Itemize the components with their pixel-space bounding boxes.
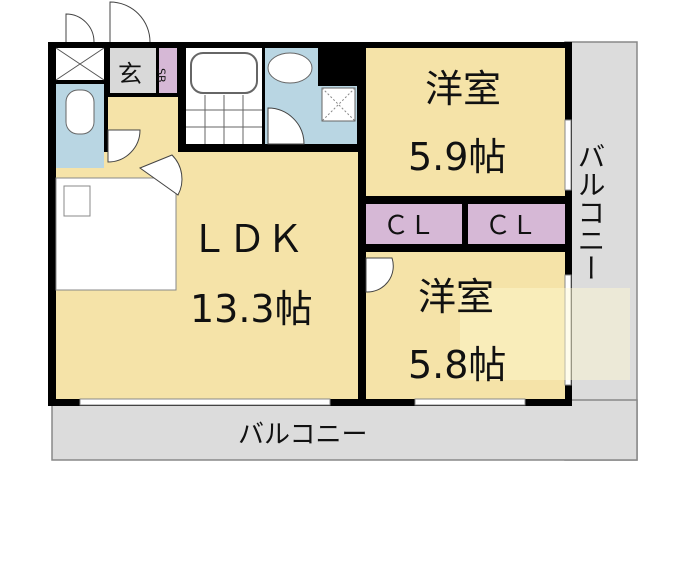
balcony-bottom-label: バルコニー [238, 420, 367, 450]
ldk-door-swing [138, 154, 183, 196]
closet-2 [468, 204, 565, 244]
balcony-bottom [51, 399, 638, 461]
closet1-label: ＣＬ [383, 211, 435, 241]
entrance [110, 48, 156, 93]
watermark-logo [460, 288, 630, 380]
window-room1 [564, 119, 572, 191]
window-ldk [79, 398, 331, 406]
washer-space [321, 87, 356, 122]
washbasin-icon [267, 52, 313, 84]
bathtub-icon [190, 52, 258, 94]
room-1 [366, 48, 565, 196]
room2-door-swing [365, 257, 394, 293]
storage-door-swing [65, 13, 95, 43]
closet2-label: ＣＬ [485, 211, 537, 241]
pipe-shaft [318, 48, 357, 86]
storage-x-mark [55, 47, 105, 81]
room1-size: 5.9帖 [408, 135, 506, 179]
shoe-box-label: SB [155, 68, 168, 83]
window-room2 [414, 398, 526, 406]
tile-floor [186, 95, 262, 144]
balcony-right-label: バルコニー [574, 142, 607, 282]
kitchen-sink [63, 185, 91, 217]
room2-name: 洋室 [418, 275, 494, 319]
window-room2-side [564, 274, 572, 386]
balcony-right [564, 41, 638, 461]
entrance-label: 玄 [118, 60, 142, 88]
ldk-name: ＬＤＫ [190, 217, 304, 261]
front-door-swing [109, 1, 151, 43]
hall-door-swing [107, 129, 141, 163]
room1-name: 洋室 [425, 67, 501, 111]
room-2 [366, 252, 565, 399]
washroom-door-swing [267, 107, 305, 145]
shoe-box [159, 48, 177, 93]
toilet-icon [65, 89, 95, 135]
ldk-size: 13.3帖 [190, 287, 313, 331]
closet-1 [366, 204, 462, 244]
room2-size: 5.8帖 [408, 343, 506, 387]
